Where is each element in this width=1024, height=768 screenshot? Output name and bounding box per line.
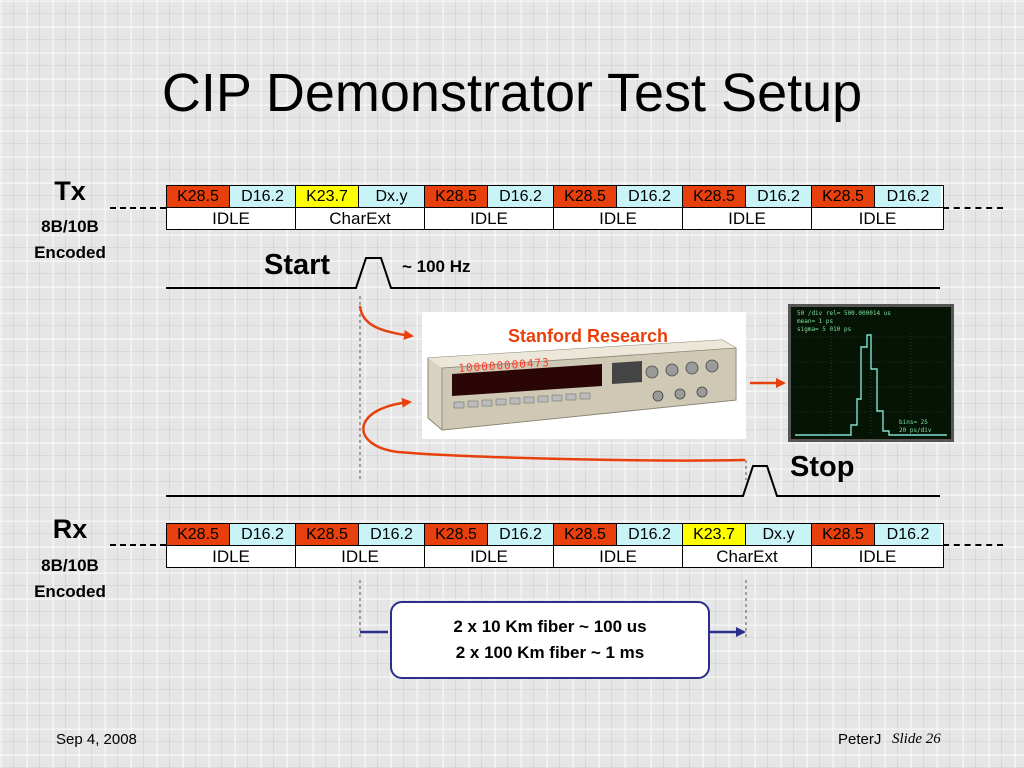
instrument-brand: Stanford Research [508, 326, 669, 346]
tx-symbol: K23.7 [296, 186, 359, 207]
rx-group: IDLE [858, 547, 897, 566]
rx-symbol-row: K28.5 D16.2 K28.5 D16.2 K28.5 D16.2 K28.… [167, 524, 943, 546]
tx-symbol: D16.2 [488, 186, 554, 207]
scope-readout-4: bins= 25 [899, 419, 928, 426]
scope-readout-2: mean= 1 ps [797, 318, 834, 325]
rx-symbol: K28.5 [296, 524, 359, 545]
instrument-drawing [427, 339, 737, 431]
tx-symbol: D16.2 [617, 186, 683, 207]
scope-readout-3: sigma= 5 010 ps [797, 326, 852, 333]
tx-symbol: K28.5 [554, 186, 617, 207]
tx-label: Tx [54, 176, 86, 206]
rx-group: CharExt [683, 546, 812, 567]
tx-group: IDLE [858, 209, 897, 228]
tx-symbol: D16.2 [230, 186, 296, 207]
slide-title: CIP Demonstrator Test Setup [161, 63, 863, 123]
histogram-scope-image: 50 /div rel= 500.000014 us mean= 1 ps si… [788, 304, 954, 442]
tx-group: IDLE [425, 208, 554, 229]
scope-trace [795, 333, 947, 436]
tx-sequence: K28.5 D16.2 K23.7 Dx.y K28.5 D16.2 K28.5… [166, 185, 944, 230]
tx-symbol: D16.2 [875, 186, 941, 207]
rx-symbol: K28.5 [425, 524, 488, 545]
rx-sub1: 8B/10B [41, 556, 99, 575]
rx-sequence: K28.5 D16.2 K28.5 D16.2 K28.5 D16.2 K28.… [166, 523, 944, 568]
rx-symbol: K23.7 [683, 524, 746, 545]
tx-symbol: K28.5 [683, 186, 746, 207]
stop-arrow [362, 397, 746, 462]
start-arrow [358, 305, 414, 340]
rx-label: Rx [52, 514, 88, 544]
rx-symbol: K28.5 [554, 524, 617, 545]
rx-symbol: D16.2 [359, 524, 425, 545]
rx-sub2: Encoded [34, 582, 106, 601]
rx-group: IDLE [425, 546, 554, 567]
tx-dash-left [110, 207, 166, 209]
tx-dash-right [943, 207, 1003, 209]
tx-symbol: K28.5 [812, 186, 875, 207]
fiber-line-2: 2 x 100 Km fiber ~ 1 ms [455, 643, 645, 662]
rx-group: IDLE [167, 546, 296, 567]
tx-symbol: Dx.y [359, 186, 425, 207]
rx-group: IDLE [296, 546, 425, 567]
rx-symbol: D16.2 [488, 524, 554, 545]
footer-author: PeterJ [838, 731, 882, 748]
tx-sub1: 8B/10B [41, 217, 99, 236]
tx-group: IDLE [554, 208, 683, 229]
rx-dash-left [110, 544, 166, 546]
tx-symbol: D16.2 [746, 186, 812, 207]
rx-symbol: D16.2 [617, 524, 683, 545]
fiber-line-1: 2 x 10 Km fiber ~ 100 us [453, 617, 647, 636]
scope-readout-1: 50 /div rel= 500.000014 us [797, 310, 891, 317]
rx-symbol: Dx.y [746, 524, 812, 545]
tx-symbol: K28.5 [425, 186, 488, 207]
start-label: Start [264, 249, 331, 281]
rx-symbol: K28.5 [167, 524, 230, 545]
fiber-delay-box: 2 x 10 Km fiber ~ 100 us 2 x 100 Km fibe… [390, 601, 710, 679]
footer-slide-number: Slide 26 [892, 731, 941, 747]
rx-symbol: K28.5 [812, 524, 875, 545]
rx-symbol: D16.2 [875, 524, 941, 545]
tx-group: CharExt [296, 208, 425, 229]
tx-sub2: Encoded [34, 243, 106, 262]
tx-group: IDLE [683, 208, 812, 229]
rx-group-row: IDLE IDLE IDLE IDLE CharExt IDLE [167, 546, 943, 567]
footer-date: Sep 4, 2008 [56, 731, 137, 748]
scope-readout-5: 20 ps/div [899, 427, 932, 434]
tx-symbol-row: K28.5 D16.2 K23.7 Dx.y K28.5 D16.2 K28.5… [167, 186, 943, 208]
frequency-label: ~ 100 Hz [402, 257, 471, 276]
tx-group: IDLE [167, 208, 296, 229]
stop-signal-line [166, 465, 940, 497]
rx-group: IDLE [554, 546, 683, 567]
rx-dash-right [943, 544, 1003, 546]
stop-label: Stop [790, 451, 855, 483]
time-interval-counter-image: Stanford Research 100000000473 [422, 312, 746, 439]
rx-symbol: D16.2 [230, 524, 296, 545]
tx-symbol: K28.5 [167, 186, 230, 207]
start-signal-line [166, 257, 940, 289]
tx-group-row: IDLE CharExt IDLE IDLE IDLE IDLE [167, 208, 943, 229]
